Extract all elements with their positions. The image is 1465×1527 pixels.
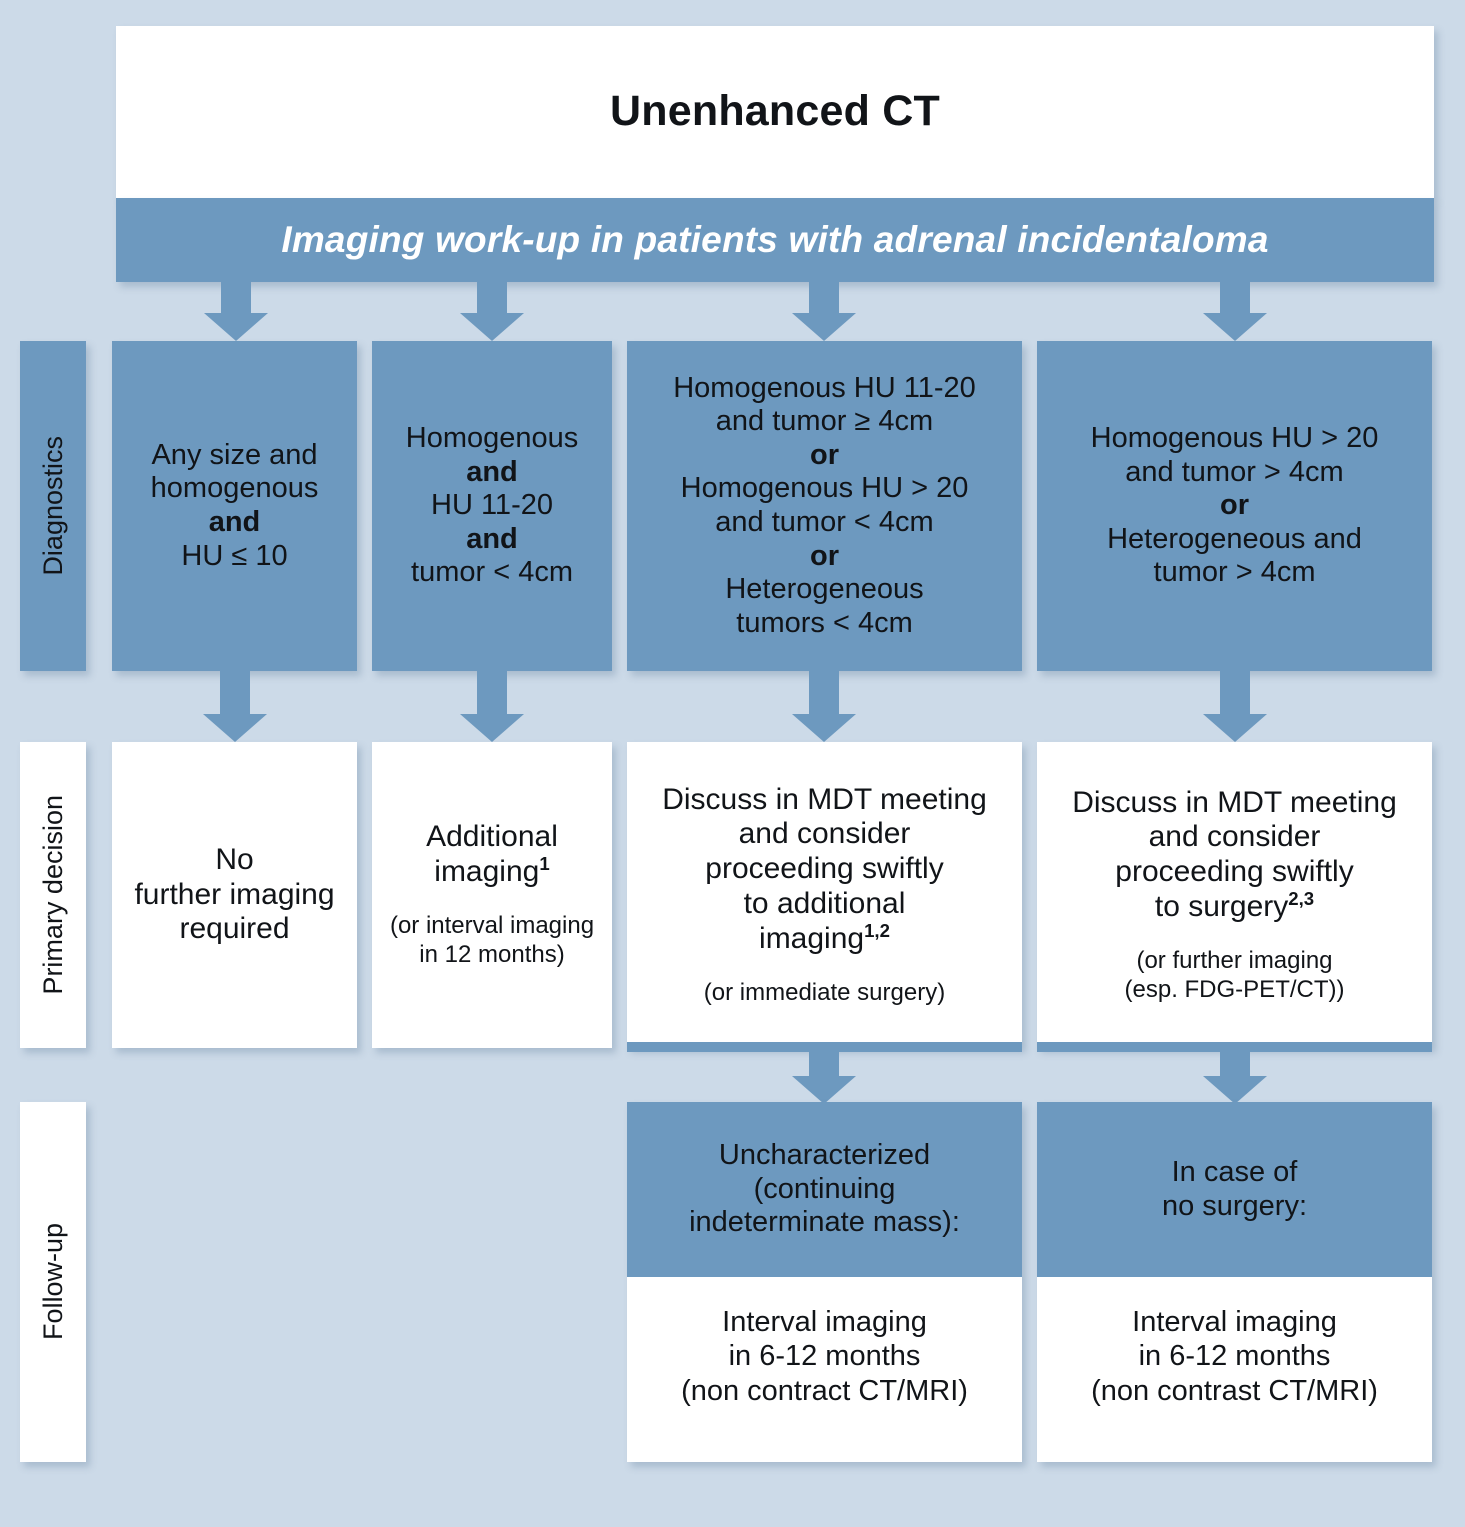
footnote-marker: 1	[539, 853, 550, 875]
connector-word: or	[810, 539, 839, 572]
text-line: in 6-12 months	[1138, 1340, 1331, 1373]
text-line: Homogenous HU 11-20	[673, 371, 976, 404]
rail-label-follow-up-text: Follow-up	[37, 1223, 68, 1341]
connector-word: or	[810, 438, 839, 471]
text-line: imaging1	[434, 853, 550, 889]
text-line: required	[179, 912, 290, 946]
text-line: to surgery2,3	[1154, 888, 1315, 923]
text-line: Interval imaging	[722, 1306, 927, 1339]
connector-word: and	[466, 522, 518, 555]
text-line: Homogenous	[405, 421, 579, 454]
text-line: (or immediate surgery)	[703, 978, 946, 1006]
connector-word: and	[466, 455, 518, 488]
text-line: Homogenous HU > 20	[680, 472, 969, 505]
text-line: (non contract CT/MRI)	[681, 1374, 968, 1407]
connector-bar-pd-2	[627, 1042, 1022, 1052]
connector-word: or	[1220, 489, 1249, 522]
connector-bar-pd-3	[1037, 1042, 1432, 1052]
text-line: no surgery:	[1161, 1189, 1308, 1222]
decision-sub-text: (or immediate surgery)	[704, 979, 945, 1008]
text-line: Discuss in MDT meeting	[1072, 785, 1397, 819]
rail-label-primary-decision: Primary decision	[20, 742, 86, 1048]
arrow-dx-1-to-pd-1	[460, 671, 524, 742]
arrow-subtitle-to-dx-2	[792, 282, 856, 341]
page-title: Unenhanced CT	[116, 26, 1434, 198]
arrow-subtitle-to-dx-1	[460, 282, 524, 341]
text-line: Heterogeneous and	[1107, 522, 1362, 555]
text-line: In case of	[1171, 1155, 1298, 1188]
text-line: (or further imaging	[1136, 946, 1333, 974]
connector-word: and	[208, 506, 261, 538]
decision-sub-text: (or further imaging(esp. FDG-PET/CT))	[1125, 947, 1345, 1005]
rail-label-primary-decision-text: Primary decision	[37, 795, 68, 995]
text-line: Heterogeneous	[725, 573, 924, 606]
text-line: Additional	[426, 820, 558, 854]
arrow-pd-3-to-fu-3	[1203, 1048, 1267, 1104]
text-line: tumors < 4cm	[736, 606, 913, 639]
text-line: and tumor < 4cm	[715, 506, 934, 538]
text-line: HU 11-20	[431, 489, 553, 522]
arrow-subtitle-to-dx-0	[204, 282, 268, 341]
text-line: and tumor ≥ 4cm	[715, 405, 934, 438]
text-line: Any size and	[151, 438, 318, 471]
text-line: (or interval imaging	[389, 912, 595, 939]
arrow-subtitle-to-dx-3	[1203, 282, 1267, 341]
text-line: tumor < 4cm	[411, 556, 573, 589]
text-line: No	[215, 842, 254, 876]
text-line: proceeding swiftly	[705, 852, 944, 886]
text-line: Interval imaging	[1132, 1306, 1337, 1339]
arrow-pd-2-to-fu-2	[792, 1048, 856, 1104]
text-line: HU ≤ 10	[181, 539, 288, 572]
text-line: proceeding swiftly	[1115, 855, 1354, 889]
text-line: tumor > 4cm	[1153, 556, 1316, 589]
arrow-dx-2-to-pd-2	[792, 671, 856, 742]
rail-label-diagnostics: Diagnostics	[20, 341, 86, 671]
text-line: and tumor > 4cm	[1125, 455, 1344, 488]
text-line: further imaging	[134, 877, 335, 911]
text-line: in 6-12 months	[728, 1340, 921, 1373]
text-line: (esp. FDG-PET/CT))	[1124, 975, 1345, 1003]
text-line: Homogenous HU > 20	[1090, 421, 1379, 454]
text-line: homogenous	[150, 472, 319, 505]
footnote-marker: 1,2	[864, 919, 890, 941]
text-line: Uncharacterized	[718, 1139, 931, 1172]
chart-subtitle: Imaging work-up in patients with adrenal…	[116, 198, 1434, 282]
rail-label-follow-up: Follow-up	[20, 1102, 86, 1462]
text-line: Discuss in MDT meeting	[662, 782, 987, 816]
text-line: in 12 months)	[419, 940, 565, 968]
arrow-dx-3-to-pd-3	[1203, 671, 1267, 742]
text-line: to additional	[743, 887, 906, 920]
text-line: (continuing	[753, 1172, 896, 1205]
text-line: (non contrast CT/MRI)	[1091, 1374, 1378, 1407]
text-line: imaging1,2	[759, 919, 890, 955]
footnote-marker: 2,3	[1288, 888, 1315, 909]
arrow-dx-0-to-pd-0	[203, 671, 267, 742]
rail-label-diagnostics-text: Diagnostics	[37, 436, 68, 576]
text-line: indeterminate mass):	[689, 1206, 960, 1239]
text-line: and consider	[738, 817, 911, 851]
text-line: and consider	[1148, 820, 1321, 854]
